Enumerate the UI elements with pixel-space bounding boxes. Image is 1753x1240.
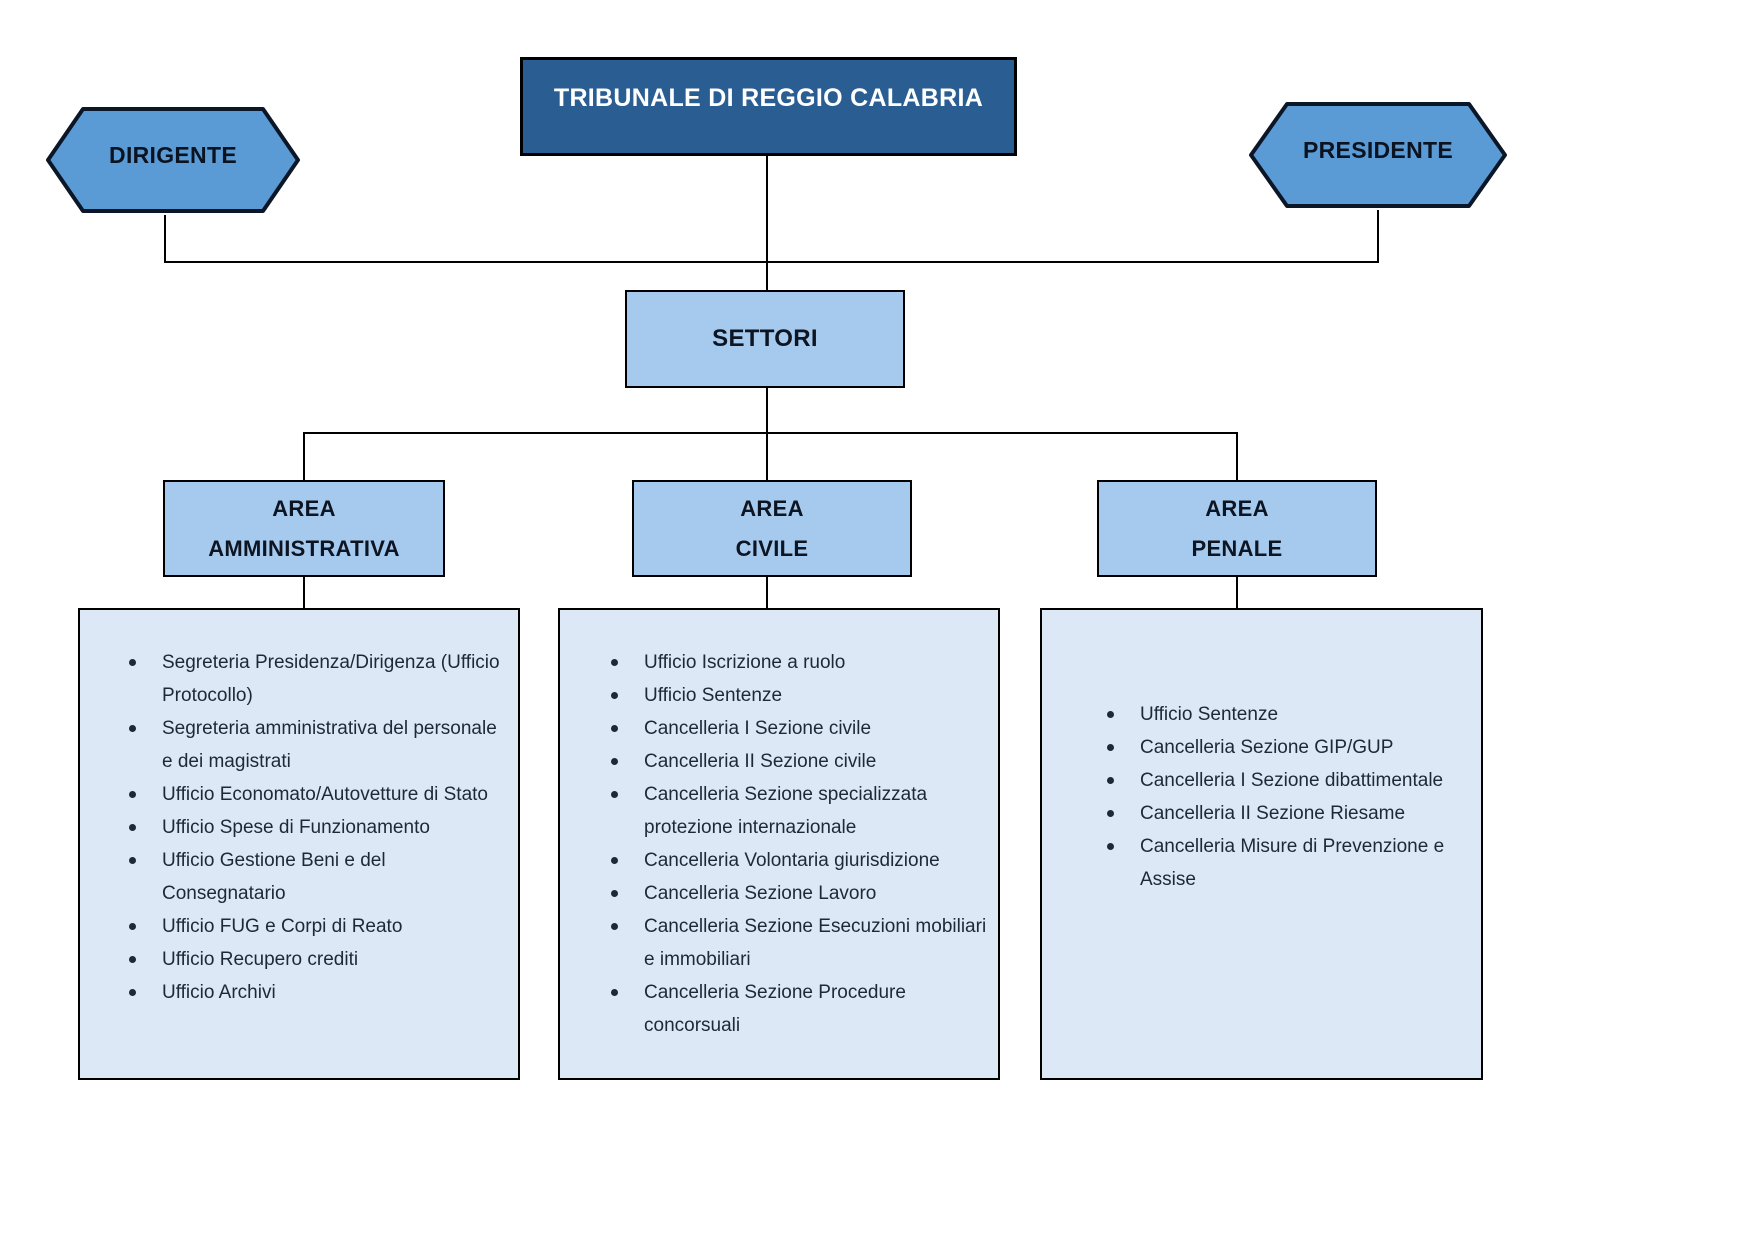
connector-settori-down — [766, 388, 768, 433]
area-label-line1: AREA — [1205, 495, 1269, 521]
list-item: Cancelleria I Sezione civile — [608, 712, 990, 745]
title-box: TRIBUNALE DI REGGIO CALABRIA — [520, 57, 1017, 156]
area-label-line1: AREA — [272, 495, 336, 521]
dirigente-hexagon: DIRIGENTE — [45, 105, 301, 215]
connector-areas-horizontal — [303, 432, 1238, 434]
connector-drop-penale — [1236, 432, 1238, 480]
connector-drop-amministrativa — [303, 432, 305, 480]
list-item: Ufficio Spese di Funzionamento — [126, 811, 510, 844]
area-label-line2: CIVILE — [735, 535, 809, 561]
list-item: Cancelleria Misure di Prevenzione e Assi… — [1104, 830, 1471, 896]
title-label: TRIBUNALE DI REGGIO CALABRIA — [553, 84, 984, 112]
connector-title-to-settori — [766, 156, 768, 290]
connector-list-amministrativa — [303, 577, 305, 608]
list-item: Cancelleria Sezione Procedure concorsual… — [608, 976, 990, 1042]
hexagon-shape — [1249, 102, 1507, 208]
presidente-hexagon: PRESIDENTE — [1248, 100, 1508, 210]
list-item: Cancelleria II Sezione civile — [608, 745, 990, 778]
list-box-amministrativa: Segreteria Presidenza/Dirigenza (Ufficio… — [78, 608, 520, 1080]
settori-box: SETTORI — [625, 290, 905, 388]
list-item: Ufficio Iscrizione a ruolo — [608, 646, 990, 679]
list-item: Cancelleria Sezione Lavoro — [608, 877, 990, 910]
office-list-amministrativa: Segreteria Presidenza/Dirigenza (Ufficio… — [126, 646, 510, 1009]
settori-label: SETTORI — [712, 325, 818, 352]
list-item: Segreteria Presidenza/Dirigenza (Ufficio… — [126, 646, 510, 712]
connector-list-civile — [766, 577, 768, 608]
list-item: Ufficio Archivi — [126, 976, 510, 1009]
list-item: Cancelleria I Sezione dibattimentale — [1104, 764, 1471, 797]
area-box-penale: AREA PENALE — [1097, 480, 1377, 577]
list-item: Cancelleria Volontaria giurisdizione — [608, 844, 990, 877]
area-label-line2: PENALE — [1191, 535, 1283, 561]
list-item: Ufficio Gestione Beni e del Consegnatari… — [126, 844, 510, 910]
connector-list-penale — [1236, 577, 1238, 608]
list-item: Ufficio Sentenze — [608, 679, 990, 712]
area-label-line1: AREA — [740, 495, 804, 521]
list-item: Cancelleria Sezione GIP/GUP — [1104, 731, 1471, 764]
connector-dirigente-stub — [164, 215, 166, 263]
list-item: Cancelleria Sezione specializzata protez… — [608, 778, 990, 844]
list-item: Ufficio Sentenze — [1104, 698, 1471, 731]
hexagon-shape — [46, 107, 300, 213]
area-box-civile: AREA CIVILE — [632, 480, 912, 577]
presidente-label: PRESIDENTE — [1303, 136, 1453, 163]
connector-drop-civile — [766, 432, 768, 480]
list-item: Cancelleria II Sezione Riesame — [1104, 797, 1471, 830]
list-item: Cancelleria Sezione Esecuzioni mobiliari… — [608, 910, 990, 976]
connector-leadership-horizontal — [164, 261, 1379, 263]
list-item: Ufficio Economato/Autovetture di Stato — [126, 778, 510, 811]
connector-presidente-stub — [1377, 210, 1379, 263]
area-box-amministrativa: AREA AMMINISTRATIVA — [163, 480, 445, 577]
list-item: Segreteria amministrativa del personale … — [126, 712, 510, 778]
list-item: Ufficio FUG e Corpi di Reato — [126, 910, 510, 943]
dirigente-label: DIRIGENTE — [109, 141, 237, 168]
area-label-line2: AMMINISTRATIVA — [208, 535, 400, 561]
list-item: Ufficio Recupero crediti — [126, 943, 510, 976]
